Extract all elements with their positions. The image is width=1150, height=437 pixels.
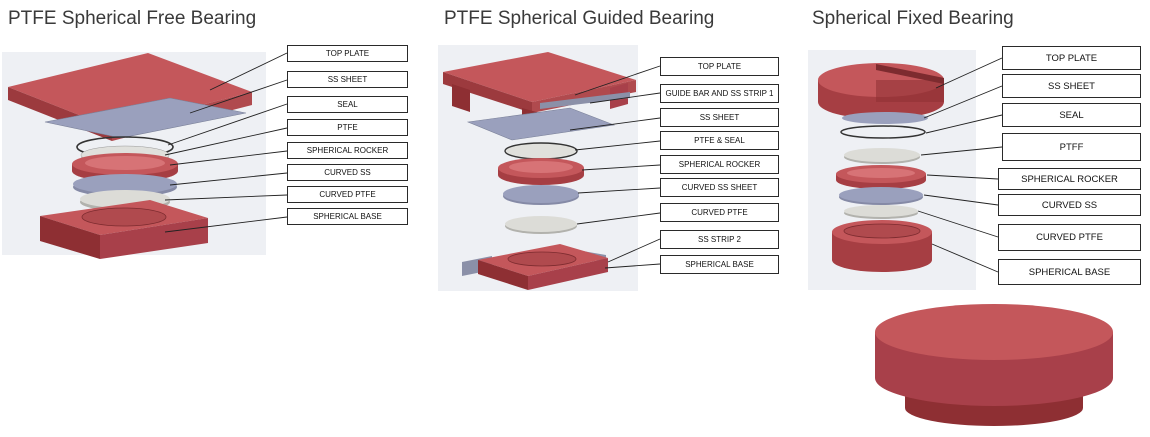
label-spherical-rocker: SPHERICAL ROCKER	[287, 142, 408, 159]
leader-lines	[164, 52, 288, 233]
label-ss-sheet: SS SHEET	[1002, 74, 1141, 98]
curved-ss-part	[839, 187, 923, 205]
leader-lines	[917, 57, 1003, 273]
label-curved-ss-sheet: CURVED SS SHEET	[660, 178, 779, 197]
label-ss-strip-2: SS STRIP 2	[660, 230, 779, 249]
curved-ptfe-part	[844, 205, 918, 219]
label-guide-bar-ss-strip-1: GUIDE BAR AND SS STRIP 1	[660, 84, 779, 103]
top-plate-part	[818, 63, 944, 119]
spherical-base-part	[478, 244, 608, 290]
spherical-rocker-part	[836, 165, 926, 189]
seal-part	[840, 125, 926, 139]
ss-sheet-part	[44, 97, 247, 139]
label-curved-ptfe: CURVED PTFE	[660, 203, 779, 222]
free-bearing-exploded-view	[2, 52, 288, 259]
label-top-plate: TOP PLATE	[287, 45, 408, 62]
spherical-base-part	[40, 200, 208, 259]
ss-sheet-part	[842, 112, 928, 124]
curved-ptfe-part	[505, 216, 577, 234]
guide-bar-ss-strip-part	[540, 92, 630, 109]
ss-sheet-part	[466, 107, 616, 141]
label-spherical-rocker: SPHERICAL ROCKER	[660, 155, 779, 174]
label-top-plate: TOP PLATE	[660, 57, 779, 76]
panel-title-free: PTFE Spherical Free Bearing	[8, 8, 257, 29]
spherical-base-part	[832, 220, 932, 272]
label-top-plate: TOP PLATE	[1002, 46, 1141, 70]
spherical-rocker-part	[498, 158, 584, 185]
label-curved-ss: CURVED SS	[287, 164, 408, 181]
ptff-part	[844, 148, 920, 164]
label-curved-ss: CURVED SS	[998, 194, 1141, 216]
label-curved-ptfe: CURVED PTFE	[998, 224, 1141, 251]
label-ptff: PTFF	[1002, 133, 1141, 161]
spherical-rocker-large-render	[875, 304, 1113, 426]
guided-bearing-exploded-view	[438, 45, 661, 291]
label-ss-sheet: SS SHEET	[660, 108, 779, 127]
label-spherical-base: SPHERICAL BASE	[998, 259, 1141, 285]
label-ptfe: PTFE	[287, 119, 408, 136]
panel-title-fixed: Spherical Fixed Bearing	[812, 8, 1014, 29]
label-spherical-base: SPHERICAL BASE	[660, 255, 779, 274]
label-seal: SEAL	[287, 96, 408, 113]
label-spherical-base: SPHERICAL BASE	[287, 208, 408, 225]
label-ptfe-seal: PTFE & SEAL	[660, 131, 779, 150]
panel-title-guided: PTFE Spherical Guided Bearing	[444, 8, 715, 29]
curved-ss-sheet-part	[503, 185, 579, 205]
label-seal: SEAL	[1002, 103, 1141, 127]
label-ss-sheet: SS SHEET	[287, 71, 408, 88]
label-spherical-rocker: SPHERICAL ROCKER	[998, 168, 1141, 190]
free-bearing-panel: TOP PLATE SS SHEET SEAL PTFE SPHERICAL R…	[0, 0, 420, 437]
label-curved-ptfe: CURVED PTFE	[287, 186, 408, 203]
guided-bearing-panel: TOP PLATE GUIDE BAR AND SS STRIP 1 SS SH…	[438, 45, 779, 291]
leader-lines	[569, 65, 661, 269]
